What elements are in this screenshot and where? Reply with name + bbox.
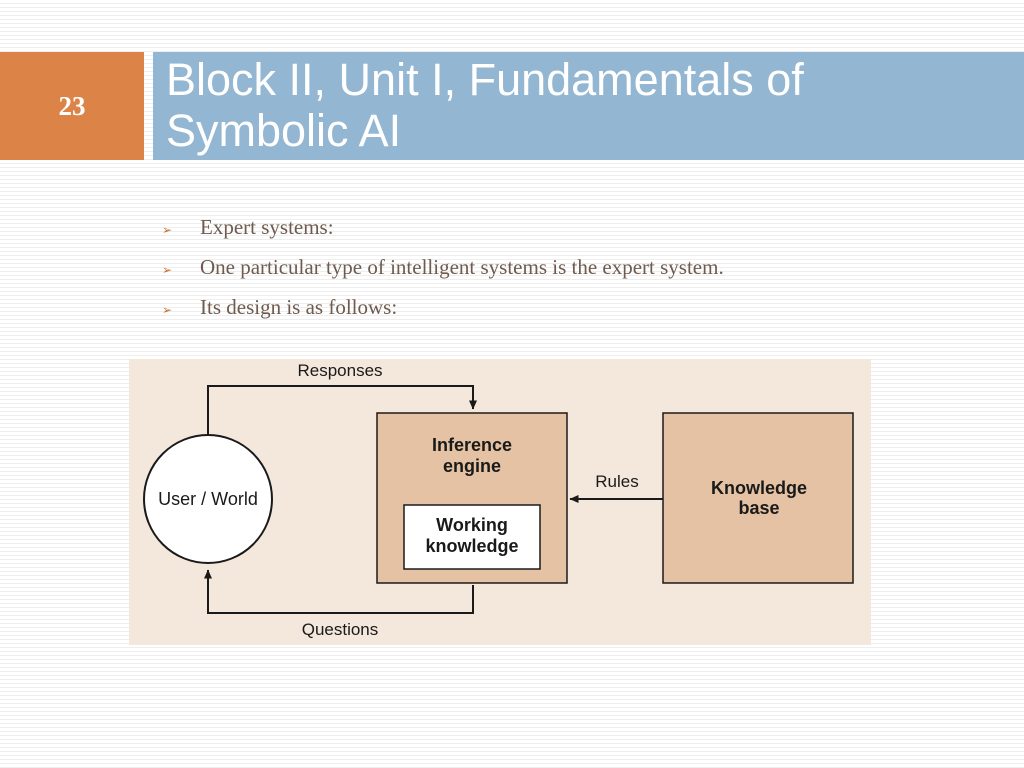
working-knowledge-box (403, 504, 541, 570)
questions-arrow (204, 569, 474, 614)
user-world-node (143, 434, 273, 564)
arrowhead-bullet-icon: ➢ (162, 263, 173, 277)
responses-arrow (207, 385, 477, 434)
knowledge-base-label-line-1: Knowledge (711, 478, 807, 498)
bullet-item: ➢ One particular type of intelligent sys… (162, 251, 724, 291)
slide-title-line-2: Symbolic AI (166, 105, 402, 156)
user-world-label: User / World (158, 489, 258, 509)
responses-label: Responses (297, 361, 382, 380)
arrowhead-bullet-icon: ➢ (162, 223, 173, 237)
rules-label: Rules (595, 472, 638, 491)
slide-number: 23 (0, 52, 144, 160)
inference-engine-label-line-2: engine (443, 456, 501, 476)
bullet-list: ➢ Expert systems: ➢ One particular type … (162, 211, 724, 331)
inference-engine-label-line-1: Inference (432, 435, 512, 455)
expert-system-diagram: User / World Inference engine Working kn… (129, 359, 871, 645)
title-bar: Block II, Unit I, Fundamentals of Symbol… (153, 52, 1024, 160)
bullet-item: ➢ Its design is as follows: (162, 291, 724, 331)
expert-system-diagram-svg: User / World Inference engine Working kn… (143, 361, 854, 639)
knowledge-base-label-line-2: base (738, 498, 779, 518)
bullet-text: Expert systems: (200, 215, 334, 239)
slide-title: Block II, Unit I, Fundamentals of Symbol… (166, 54, 804, 156)
slide-title-line-1: Block II, Unit I, Fundamentals of (166, 54, 804, 105)
bullet-text: Its design is as follows: (200, 295, 398, 319)
working-knowledge-label-line-1: Working (436, 515, 508, 535)
knowledge-base-box (662, 412, 854, 584)
questions-label: Questions (302, 620, 379, 639)
bullet-item: ➢ Expert systems: (162, 211, 724, 251)
arrowhead-bullet-icon: ➢ (162, 303, 173, 317)
working-knowledge-label-line-2: knowledge (425, 536, 518, 556)
bullet-text: One particular type of intelligent syste… (200, 255, 724, 279)
